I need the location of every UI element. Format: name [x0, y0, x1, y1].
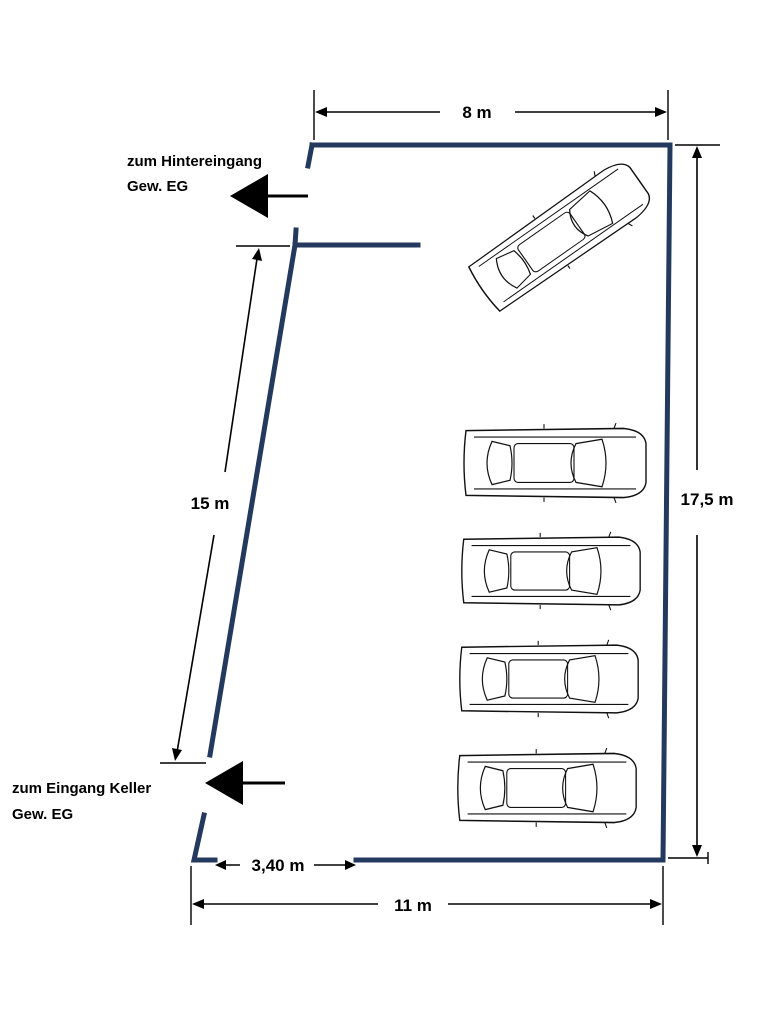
- car-2: [463, 422, 647, 504]
- wall-left: [207, 242, 298, 758]
- dimension-bottom: 11 m: [190, 866, 664, 925]
- arrow-left-icon: [230, 174, 268, 218]
- car-1: [462, 152, 659, 319]
- walls: [190, 142, 673, 863]
- wall-top-left-stub: [305, 142, 315, 169]
- dimension-left: 15 m: [160, 245, 290, 764]
- dimension-top: 8 m: [313, 90, 669, 140]
- rear-entrance-indicator: zum Hintereingang Gew. EG: [127, 153, 308, 218]
- wall-bottom-left: [190, 812, 218, 863]
- wall-top-right: [309, 142, 673, 863]
- rear-entrance-label-line2: Gew. EG: [127, 178, 188, 195]
- dimension-label-left: 15 m: [191, 494, 230, 513]
- dimension-label-entrance: 3,40 m: [252, 856, 305, 875]
- basement-entrance-label-line2: Gew. EG: [12, 806, 73, 823]
- dimension-label-right: 17,5 m: [681, 490, 734, 509]
- car-3: [461, 531, 641, 611]
- basement-entrance-label-line1: zum Eingang Keller: [12, 780, 151, 797]
- dimension-right: 17,5 m: [668, 144, 734, 864]
- arrow-left-icon: [205, 761, 243, 805]
- dimension-label-bottom: 11 m: [394, 896, 432, 915]
- basement-entrance-indicator: zum Eingang Keller Gew. EG: [12, 761, 285, 823]
- rear-entrance-label-line1: zum Hintereingang: [127, 153, 262, 170]
- dimension-entrance: 3,40 m: [215, 856, 356, 875]
- car-4: [459, 639, 639, 719]
- dimension-label-top: 8 m: [462, 103, 491, 122]
- car-5: [457, 747, 637, 829]
- parked-cars: [457, 152, 659, 829]
